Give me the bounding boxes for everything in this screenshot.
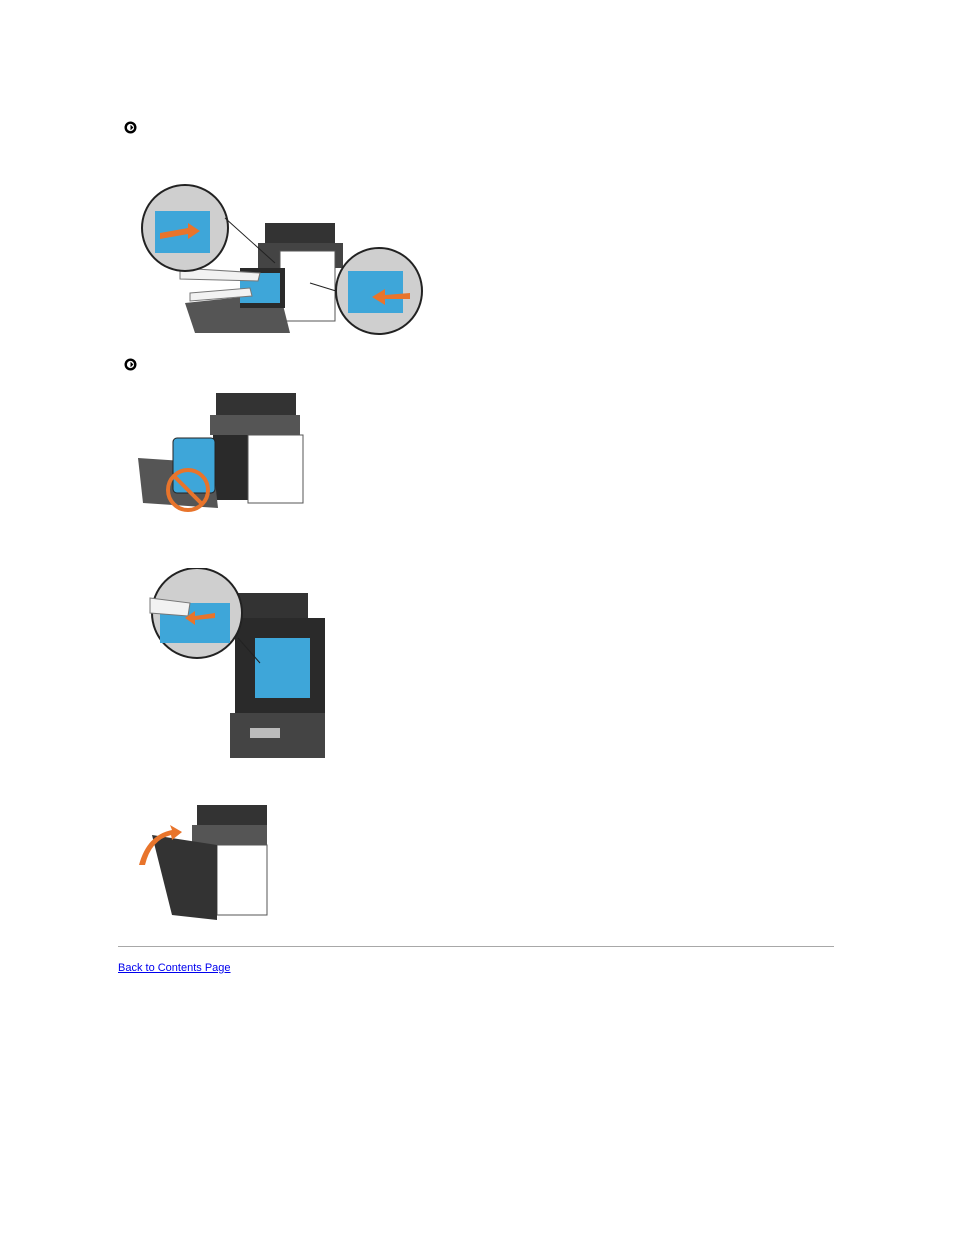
footer-rule	[118, 946, 834, 947]
do-not-touch-belt-figure	[138, 388, 310, 516]
remove-belt-film-figure	[140, 568, 326, 758]
back-to-contents-link[interactable]: Back to Contents Page	[118, 962, 231, 974]
close-front-cover-figure	[137, 800, 271, 926]
notice-icon	[124, 358, 137, 371]
notice-icon	[124, 121, 137, 134]
lock-transfer-belt-figure	[140, 183, 424, 335]
